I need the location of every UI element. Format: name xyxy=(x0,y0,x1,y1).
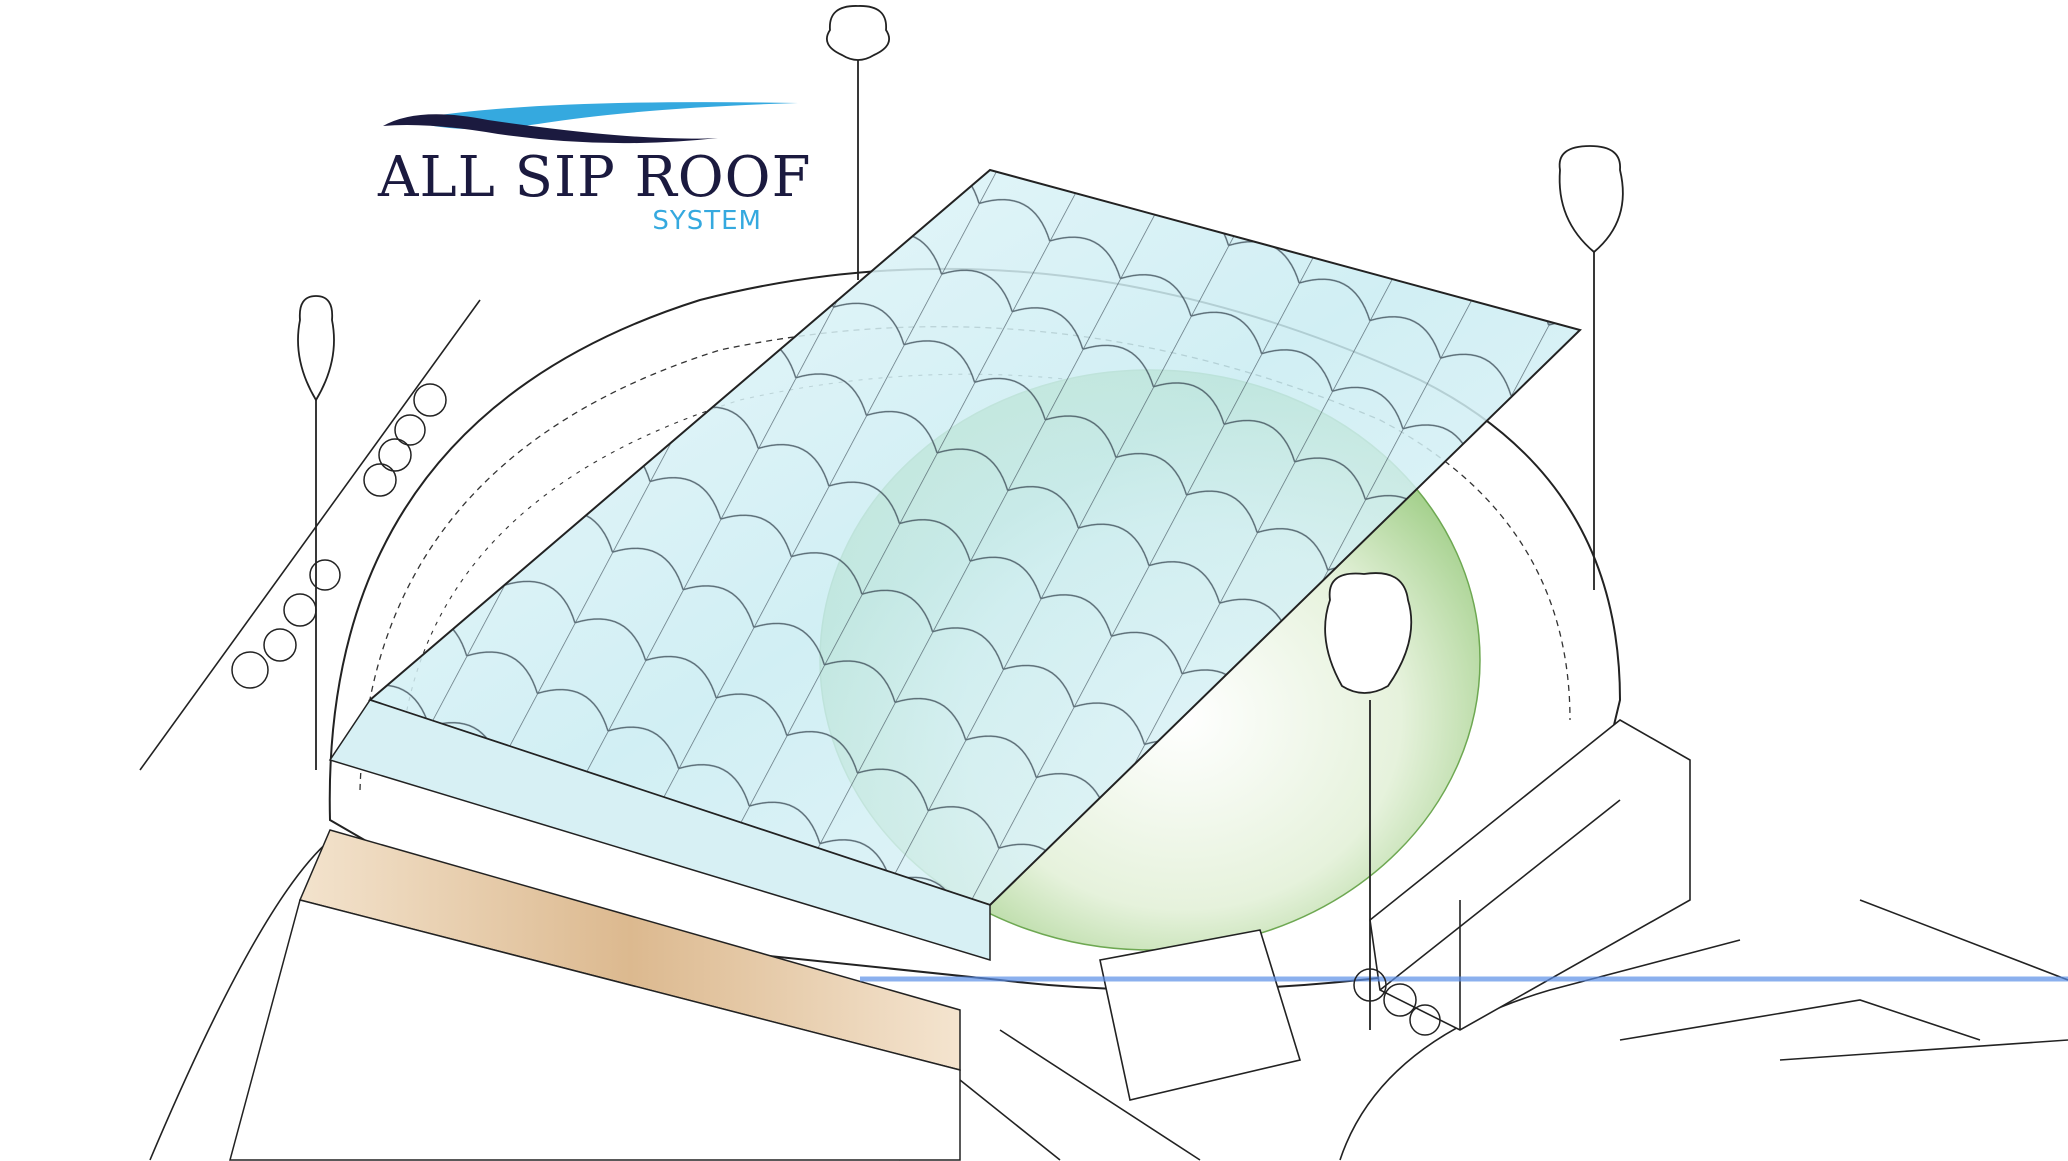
logo-title: ALL SIP ROOF xyxy=(378,145,812,210)
brand-logo: ALL SIP ROOF SYSTEM xyxy=(378,98,812,248)
tree-row xyxy=(231,383,1441,1036)
side-building xyxy=(1099,719,1691,1101)
logo-swoosh-icon xyxy=(383,102,798,144)
main-stand xyxy=(229,699,991,1161)
ground-sketch xyxy=(139,299,2068,1161)
logo-subtitle: SYSTEM xyxy=(652,206,762,236)
floodlight-icon xyxy=(297,5,1624,1030)
